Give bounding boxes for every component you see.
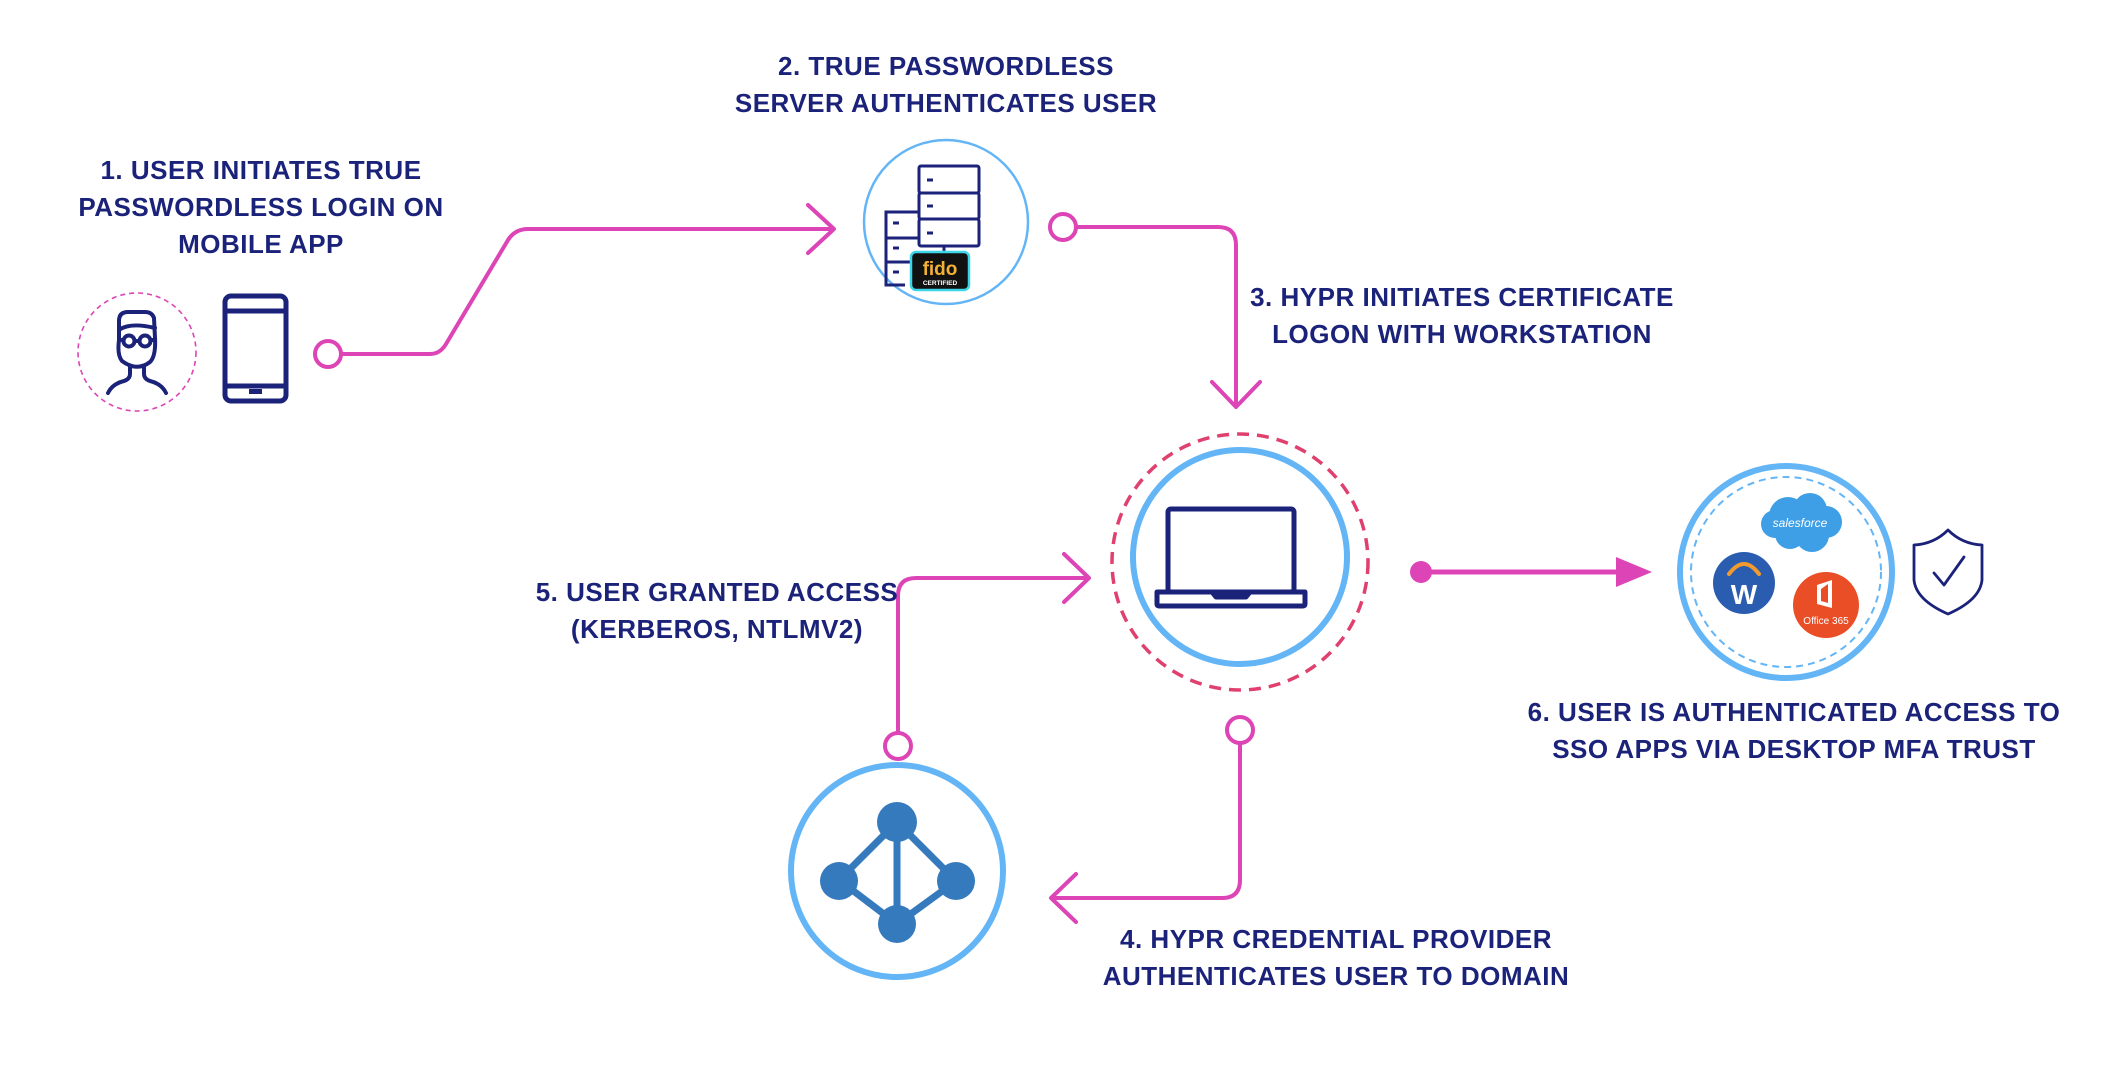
workday-label: W (1731, 579, 1758, 610)
fido-logo-text: fido (923, 259, 958, 280)
connector-line (896, 576, 1090, 735)
arrowhead-open (1210, 380, 1262, 409)
step-4-line-2: AUTHENTICATES USER TO DOMAIN (1102, 961, 1570, 991)
fido-certified-badge: fido CERTIFIED (909, 250, 971, 292)
step-5-label: 5. USER GRANTED ACCESS (KERBEROS, NTLMV2… (536, 574, 899, 648)
workstation-dashed-ring (1110, 432, 1370, 692)
step-1-label: 1. USER INITIATES TRUE PASSWORDLESS LOGI… (78, 152, 443, 263)
step-5-line-1: 5. USER GRANTED ACCESS (535, 577, 899, 607)
step-2-line-1: 2. TRUE PASSWORDLESS (777, 51, 1115, 81)
step-6-line-1: 6. USER IS AUTHENTICATED ACCESS TO (1527, 697, 2061, 727)
domain-node (788, 762, 1006, 980)
salesforce-label: salesforce (1773, 516, 1828, 530)
step-4-label: 4. HYPR CREDENTIAL PROVIDER AUTHENTICATE… (1103, 921, 1570, 995)
connector-line (1074, 225, 1238, 408)
step-1-line-2: PASSWORDLESS LOGIN ON (78, 192, 444, 222)
arrowhead-solid (1616, 557, 1652, 587)
step-2-label: 2. TRUE PASSWORDLESS SERVER AUTHENTICATE… (735, 48, 1157, 122)
user-glasses-icon (106, 310, 168, 395)
user-dashed-ring (77, 292, 197, 412)
workstation-ring (1130, 447, 1350, 667)
fido-certified-text: CERTIFIED (923, 280, 958, 287)
step-3-line-1: 3. HYPR INITIATES CERTIFICATE (1250, 282, 1674, 312)
salesforce-logo: salesforce (1761, 493, 1842, 552)
office365-logo: Office 365 (1793, 572, 1859, 638)
server-node: fido CERTIFIED (862, 138, 1030, 306)
mobile-node (222, 293, 289, 404)
workday-logo: W (1713, 552, 1775, 614)
domain-ring (788, 762, 1006, 980)
network-graph-icon (820, 802, 975, 943)
step-1-line-1: 1. USER INITIATES TRUE (100, 155, 422, 185)
connector-line (339, 227, 834, 356)
arrowhead-open (1049, 872, 1078, 924)
connector-workstation-to-sso (1410, 557, 1652, 587)
step-6-line-2: SSO APPS VIA DESKTOP MFA TRUST (1552, 734, 2036, 764)
connector-mobile-to-server (313, 203, 836, 369)
connector-workstation-to-domain (1049, 715, 1255, 924)
user-node (77, 292, 197, 412)
step-3-label: 3. HYPR INITIATES CERTIFICATE LOGON WITH… (1250, 279, 1674, 353)
server-rack-icon (884, 164, 981, 287)
smartphone-icon (222, 293, 289, 404)
step-6-label: 6. USER IS AUTHENTICATED ACCESS TO SSO A… (1528, 694, 2061, 768)
connector-start-ring (883, 731, 913, 761)
connector-domain-to-workstation (883, 552, 1091, 761)
sso-apps-node: salesforce W Office 365 (1677, 463, 1984, 681)
step-5-line-2: (KERBEROS, NTLMV2) (570, 614, 864, 644)
connectors (313, 203, 1262, 924)
connector-server-to-workstation (1048, 212, 1262, 409)
sso-ring (1677, 463, 1895, 681)
step-3-line-2: LOGON WITH WORKSTATION (1272, 319, 1652, 349)
arrowhead-open (1062, 552, 1091, 604)
arrowhead-open (806, 203, 836, 255)
step-2-line-2: SERVER AUTHENTICATES USER (734, 88, 1158, 118)
workstation-node (1110, 432, 1370, 692)
step-4-line-1: 4. HYPR CREDENTIAL PROVIDER (1120, 924, 1552, 954)
sso-dashed-ring (1690, 476, 1882, 668)
connector-line (1050, 741, 1242, 900)
shield-check-icon (1912, 528, 1984, 616)
connector-start-ring (313, 339, 343, 369)
step-1-line-3: MOBILE APP (178, 229, 344, 259)
connector-start-ring (1225, 715, 1255, 745)
office365-label: Office 365 (1803, 616, 1849, 627)
connector-start-ring (1048, 212, 1078, 242)
server-ring (862, 138, 1030, 306)
laptop-icon (1154, 506, 1308, 609)
